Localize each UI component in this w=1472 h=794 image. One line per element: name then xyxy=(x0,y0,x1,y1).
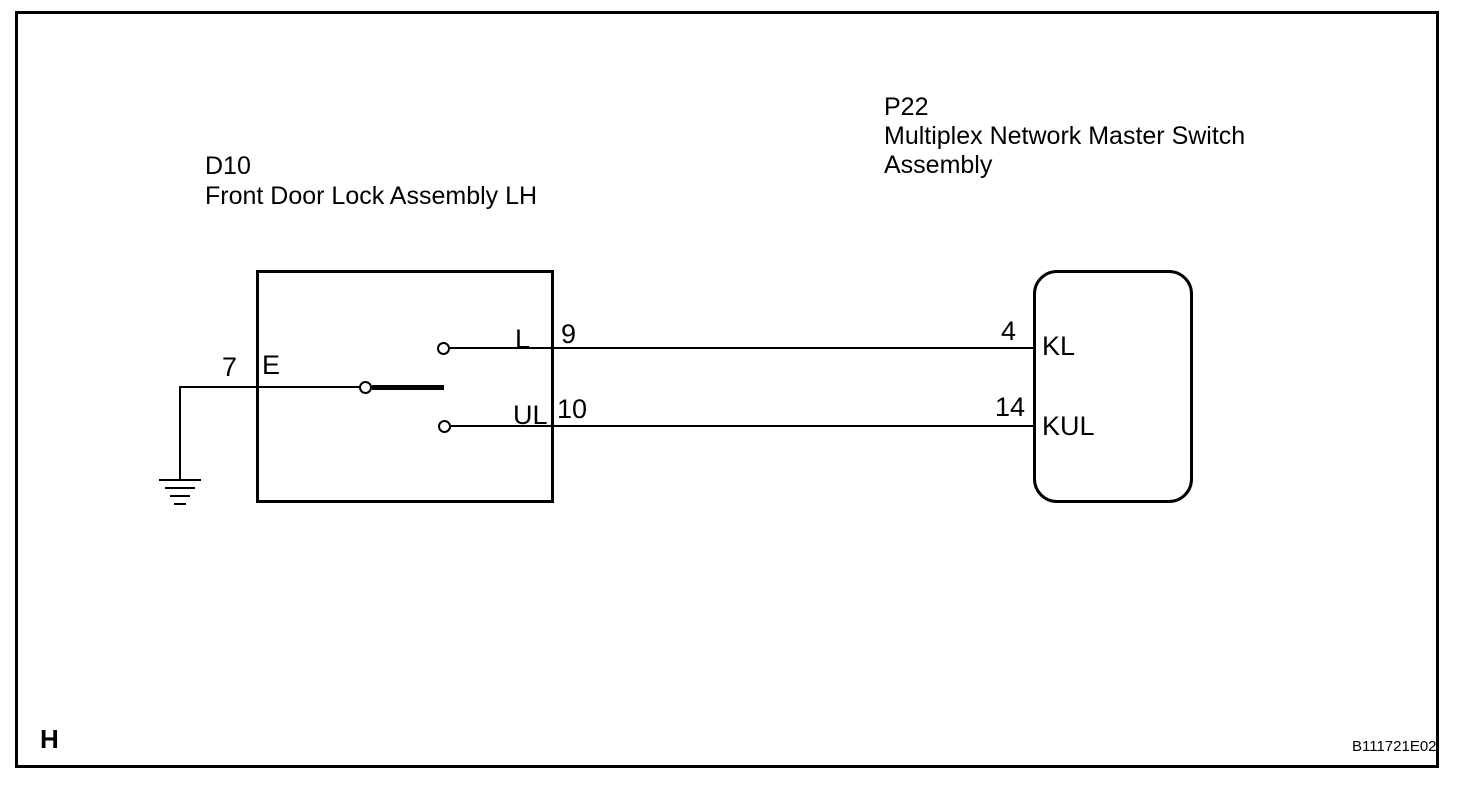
terminal-name-kul: KUL xyxy=(1042,411,1095,441)
switch-common-contact xyxy=(359,381,372,394)
pin-number-4: 4 xyxy=(1001,316,1017,346)
right-component-code: P22 xyxy=(884,93,929,121)
wire-ground-horizontal xyxy=(179,386,361,388)
switch-contact-unlock xyxy=(438,420,451,433)
right-component-label: P22 Multiplex Network Master Switch Asse… xyxy=(884,93,1245,180)
pin-number-7: 7 xyxy=(222,352,238,382)
switch-contact-lock xyxy=(437,342,450,355)
pin-number-14: 14 xyxy=(995,392,1026,422)
terminal-name-l: L xyxy=(515,324,531,354)
left-component-name: Front Door Lock Assembly LH xyxy=(205,182,538,210)
wire-ul xyxy=(451,425,1034,427)
section-marker: H xyxy=(40,724,59,754)
terminal-name-kl: KL xyxy=(1042,331,1076,361)
pin-number-9: 9 xyxy=(561,319,577,349)
left-component-label: D10 Front Door Lock Assembly LH xyxy=(205,151,537,211)
terminal-name-ul: UL xyxy=(513,400,548,430)
figure-code: B111721E02 xyxy=(1352,738,1437,755)
terminal-name-e: E xyxy=(262,350,281,380)
pin-number-10: 10 xyxy=(557,394,588,424)
right-component-box xyxy=(1033,270,1193,503)
page-border xyxy=(15,11,1439,768)
left-component-code: D10 xyxy=(205,152,251,180)
wire-ground-vertical xyxy=(179,386,181,480)
switch-arm xyxy=(372,385,444,390)
right-component-name-line2: Assembly xyxy=(884,151,993,179)
right-component-name-line1: Multiplex Network Master Switch xyxy=(884,122,1246,150)
wire-l xyxy=(450,347,1034,349)
